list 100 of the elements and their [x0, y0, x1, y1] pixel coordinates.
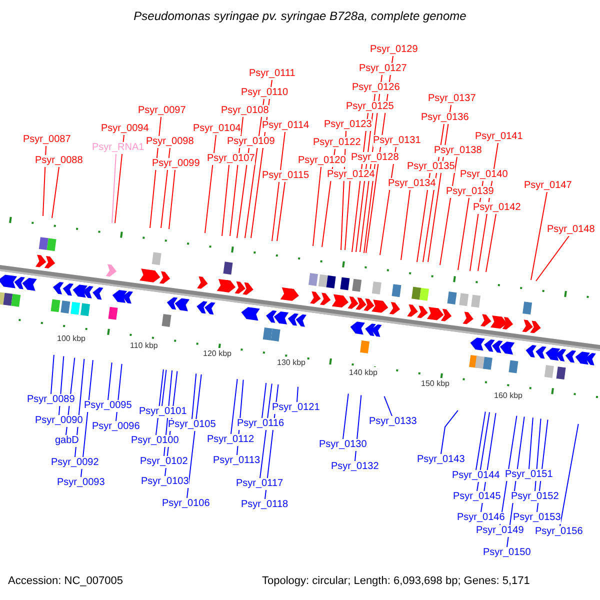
- leader-line: [486, 214, 496, 272]
- gene-label: Psyr_0150: [483, 547, 531, 559]
- leader-line: [458, 198, 470, 270]
- leader-line: [276, 182, 286, 242]
- gene-label: Psyr_0106: [162, 498, 210, 510]
- gene-label: Psyr_0146: [457, 512, 505, 524]
- leader-line: [260, 383, 272, 478]
- gene-label: Psyr_0130: [319, 439, 367, 451]
- gene-label: Psyr_0138: [434, 145, 482, 157]
- leader-line: [344, 180, 350, 250]
- gene-label: Psyr_0111: [249, 68, 296, 80]
- leader-line: [530, 192, 548, 280]
- gene-label: Psyr_0107: [207, 153, 255, 165]
- gene-label: Psyr_0097: [138, 105, 186, 117]
- gene-label: Psyr_0101: [139, 406, 187, 418]
- gene-label: Psyr_0145: [453, 491, 501, 503]
- gene-label: Psyr_0153: [513, 512, 561, 524]
- leader-line: [416, 172, 430, 262]
- gene-label: Psyr_0141: [475, 131, 523, 143]
- gene-label: Psyr_0098: [146, 136, 194, 148]
- leader-line: [168, 170, 176, 230]
- footer-text: Accession: NC_007005: [8, 575, 123, 587]
- leader-line: [440, 410, 458, 454]
- gene-label: Psyr_0128: [351, 152, 399, 164]
- gene-label: Psyr_0093: [57, 477, 105, 489]
- gene-label: Psyr_0140: [460, 169, 508, 181]
- gene-label: Psyr_0104: [193, 123, 241, 135]
- gene-label: Psyr_0105: [168, 419, 216, 431]
- gene-label: Psyr_0090: [35, 415, 83, 427]
- leader-line: [536, 236, 570, 282]
- gene-label: Psyr_0123: [324, 119, 372, 131]
- leader-line: [204, 134, 216, 234]
- gene-label: Psyr_0118: [241, 499, 288, 511]
- gene-label: Psyr_0102: [140, 456, 188, 468]
- gene-label: Psyr_0135: [407, 161, 455, 173]
- gene-label: Psyr_0103: [141, 476, 189, 488]
- leader-line: [364, 164, 376, 254]
- gene-label: Psyr_0133: [369, 416, 417, 428]
- leader-line: [400, 190, 410, 260]
- leader-line: [560, 423, 579, 526]
- gene-label: Psyr_0147: [524, 180, 572, 192]
- gene-label: Psyr_0125: [346, 101, 394, 113]
- scale-label: 100 kbp: [57, 333, 86, 345]
- leader-line: [272, 132, 286, 242]
- leader-line: [162, 369, 167, 406]
- gene-label: Psyr_0143: [417, 454, 465, 466]
- scale-label: 130 kbp: [277, 357, 306, 369]
- gene-label: Psyr_0110: [241, 87, 288, 99]
- scale-label: 120 kbp: [203, 348, 232, 360]
- gene-label: Psyr_0137: [428, 93, 476, 105]
- gene-label: Psyr_RNA1: [92, 142, 144, 154]
- gene-label: Psyr_0115: [262, 170, 310, 182]
- gene-label: Psyr_0122: [313, 137, 361, 149]
- gene-label: Psyr_0113: [213, 455, 260, 467]
- leader-line: [112, 154, 116, 224]
- gene-label: Psyr_0094: [101, 123, 149, 135]
- leader-line: [108, 362, 112, 400]
- scale-label: 140 kbp: [349, 367, 378, 379]
- gene-label: Psyr_0149: [476, 525, 524, 537]
- gene-label: Psyr_0121: [272, 402, 320, 414]
- gene-label: Psyr_0088: [35, 155, 83, 167]
- leader-line: [50, 354, 54, 394]
- gene-label: Psyr_0152: [511, 491, 559, 503]
- gene-label: Psyr_0117: [236, 478, 284, 490]
- gene-label: Psyr_0148: [547, 224, 595, 236]
- gene-label: Psyr_0114: [262, 120, 310, 132]
- leader-line: [236, 148, 250, 238]
- gene-label: Psyr_0134: [388, 178, 436, 190]
- scale-label: 160 kbp: [494, 390, 522, 402]
- footer-text: Topology: circular; Length: 6,093,698 bp; Genes: 5,171: [262, 575, 530, 587]
- leader-line: [440, 156, 458, 266]
- gene-label: Psyr_0132: [331, 461, 379, 473]
- gene-label: Psyr_0116: [237, 418, 284, 430]
- gene-label: Psyr_0124: [327, 169, 375, 181]
- gene-label: Psyr_0120: [298, 155, 346, 167]
- gene-label: Psyr_0127: [359, 63, 407, 75]
- gene-label: gabD: [55, 435, 79, 447]
- leader-line: [342, 393, 349, 440]
- gene-label: Psyr_0100: [131, 435, 179, 447]
- gene-label: Psyr_0144: [452, 470, 500, 482]
- leader-line: [528, 417, 534, 470]
- leader-line: [230, 378, 238, 434]
- gene-label: Psyr_0096: [92, 421, 140, 433]
- leader-line: [192, 373, 197, 420]
- scale-label: 110 kbp: [130, 340, 158, 352]
- gene-label: Psyr_0089: [27, 394, 75, 406]
- gene-label: Psyr_0129: [370, 44, 418, 56]
- gene-label: Psyr_0126: [352, 82, 400, 94]
- scale-label: 150 kbp: [421, 378, 450, 390]
- gene-label: Psyr_0151: [505, 469, 553, 481]
- gene-label: Psyr_0099: [152, 158, 200, 170]
- gene-label: Psyr_0087: [23, 134, 71, 146]
- leader-line: [476, 411, 486, 470]
- leader-line: [262, 382, 267, 418]
- leader-line: [296, 386, 298, 402]
- gene-label: Psyr_0131: [373, 135, 421, 147]
- leader-line: [114, 134, 124, 224]
- gene-label: Psyr_0092: [51, 457, 99, 469]
- gene-label: Psyr_0156: [535, 526, 583, 538]
- gene-label: Psyr_0109: [227, 136, 275, 148]
